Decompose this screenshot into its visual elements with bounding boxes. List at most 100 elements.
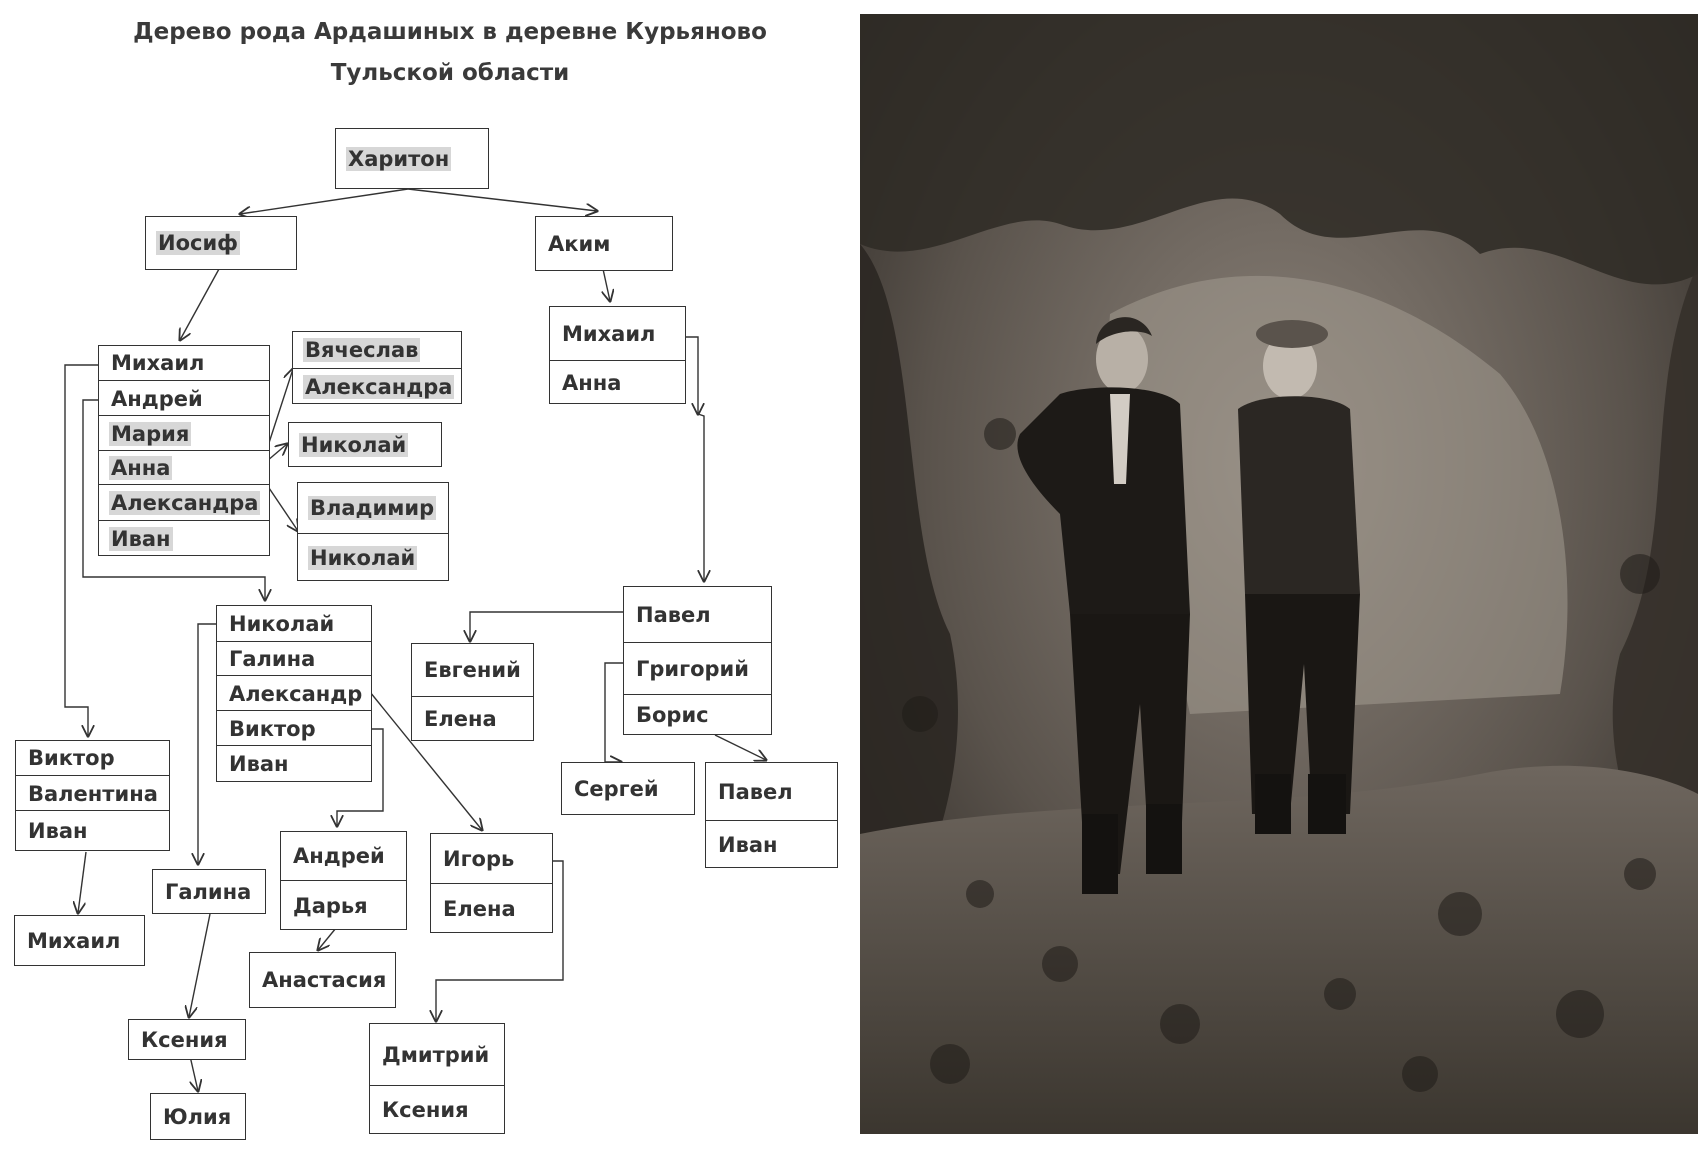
tree-person-row: Дарья — [281, 880, 406, 930]
person-name: Елена — [443, 896, 516, 921]
person-name: Борис — [636, 703, 709, 727]
person-name: Григорий — [636, 657, 749, 681]
person-name: Харитон — [346, 146, 452, 171]
tree-person-row: Елена — [431, 883, 552, 933]
tree-person-row: Иван — [16, 810, 169, 851]
tree-person-row: Борис — [624, 694, 771, 735]
person-name: Галина — [229, 647, 316, 671]
person-name: Валентина — [28, 781, 158, 806]
tree-person-row: Ксения — [129, 1020, 245, 1059]
person-name: Игорь — [443, 846, 515, 871]
tree-person-row: Александра — [99, 484, 269, 521]
tree-person-row: Валентина — [16, 775, 169, 811]
person-name: Павел — [636, 602, 711, 627]
tree-person-row: Анна — [550, 360, 685, 404]
person-name: Елена — [424, 707, 497, 731]
tree-person-row: Евгений — [412, 644, 533, 696]
person-name: Павел — [718, 779, 793, 804]
tree-person-row: Николай — [298, 533, 448, 581]
tree-person-row: Мария — [99, 415, 269, 451]
person-name: Евгений — [424, 658, 521, 682]
person-name: Юлия — [163, 1104, 232, 1129]
tree-box-khariton: Харитон — [335, 128, 489, 189]
tree-person-row: Владимир — [298, 483, 448, 533]
title-line-1: Дерево рода Ардашиных в деревне Курьянов… — [133, 19, 767, 45]
tree-person-row: Андрей — [99, 380, 269, 416]
person-name: Ксения — [141, 1027, 228, 1052]
person-name: Александр — [229, 681, 363, 706]
tree-box-mikhail-2: Михаил — [14, 915, 145, 966]
tree-person-row: Иван — [99, 520, 269, 556]
photo-two-young-men-icon — [860, 14, 1698, 1134]
person-name: Иосиф — [156, 231, 241, 255]
person-name: Михаил — [111, 351, 205, 375]
tree-person-row: Павел — [706, 763, 837, 820]
tree-person-row: Иван — [706, 820, 837, 868]
person-name: Александра — [303, 374, 455, 399]
tree-box-akim: Аким — [535, 216, 673, 271]
person-name: Владимир — [308, 496, 437, 520]
tree-person-row: Виктор — [16, 741, 169, 775]
tree-person-row: Галина — [153, 870, 265, 913]
tree-box-yuliya: Юлия — [150, 1093, 246, 1140]
person-name: Иван — [718, 832, 778, 857]
person-name: Вячеслав — [303, 338, 421, 362]
person-name: Анастасия — [262, 968, 387, 992]
tree-box-anastasia: Анастасия — [249, 952, 396, 1008]
tree-person-row: Михаил — [99, 346, 269, 380]
tree-person-row: Николай — [289, 423, 441, 466]
person-name: Андрей — [293, 844, 385, 868]
person-name: Виктор — [28, 746, 115, 770]
family-tree-panel: Дерево рода Ардашиных в деревне Курьянов… — [14, 19, 860, 1153]
tree-person-row: Дмитрий — [370, 1024, 504, 1085]
tree-person-row: Николай — [217, 606, 371, 641]
person-name: Анна — [562, 370, 622, 395]
tree-person-row: Виктор — [217, 710, 371, 746]
person-name: Николай — [299, 432, 409, 457]
tree-person-row: Григорий — [624, 642, 771, 695]
tree-person-row: Сергей — [562, 763, 694, 814]
person-name: Аким — [548, 231, 611, 256]
person-name: Иван — [109, 526, 173, 551]
tree-person-row: Елена — [412, 696, 533, 741]
person-name: Александра — [109, 491, 261, 515]
tree-person-row: Анастасия — [250, 953, 395, 1007]
person-name: Иван — [28, 819, 88, 843]
person-name: Михаил — [27, 928, 121, 953]
tree-person-row: Анна — [99, 450, 269, 485]
tree-person-row: Ксения — [370, 1085, 504, 1134]
tree-person-row: Игорь — [431, 834, 552, 883]
tree-person-row: Галина — [217, 641, 371, 676]
person-name: Анна — [109, 456, 173, 480]
tree-connectors — [64, 188, 860, 1153]
tree-person-row: Аким — [536, 217, 672, 270]
tree-person-row: Михаил — [15, 916, 144, 965]
tree-person-row: Михаил — [550, 307, 685, 360]
title-line-2: Тульской области — [330, 60, 570, 86]
tree-person-row: Иосиф — [146, 217, 296, 269]
person-name: Сергей — [574, 776, 659, 801]
tree-person-row: Иван — [217, 745, 371, 782]
person-name: Андрей — [111, 386, 203, 411]
tree-person-row: Юлия — [151, 1094, 245, 1139]
person-name: Мария — [109, 421, 192, 446]
tree-box-galina: Галина — [152, 869, 266, 914]
person-name: Николай — [229, 611, 335, 636]
tree-person-row: Вячеслав — [293, 332, 461, 368]
person-name: Михаил — [562, 321, 656, 346]
tree-person-row: Андрей — [281, 832, 406, 880]
person-name: Дмитрий — [382, 1042, 490, 1067]
person-name: Ксения — [382, 1098, 469, 1122]
